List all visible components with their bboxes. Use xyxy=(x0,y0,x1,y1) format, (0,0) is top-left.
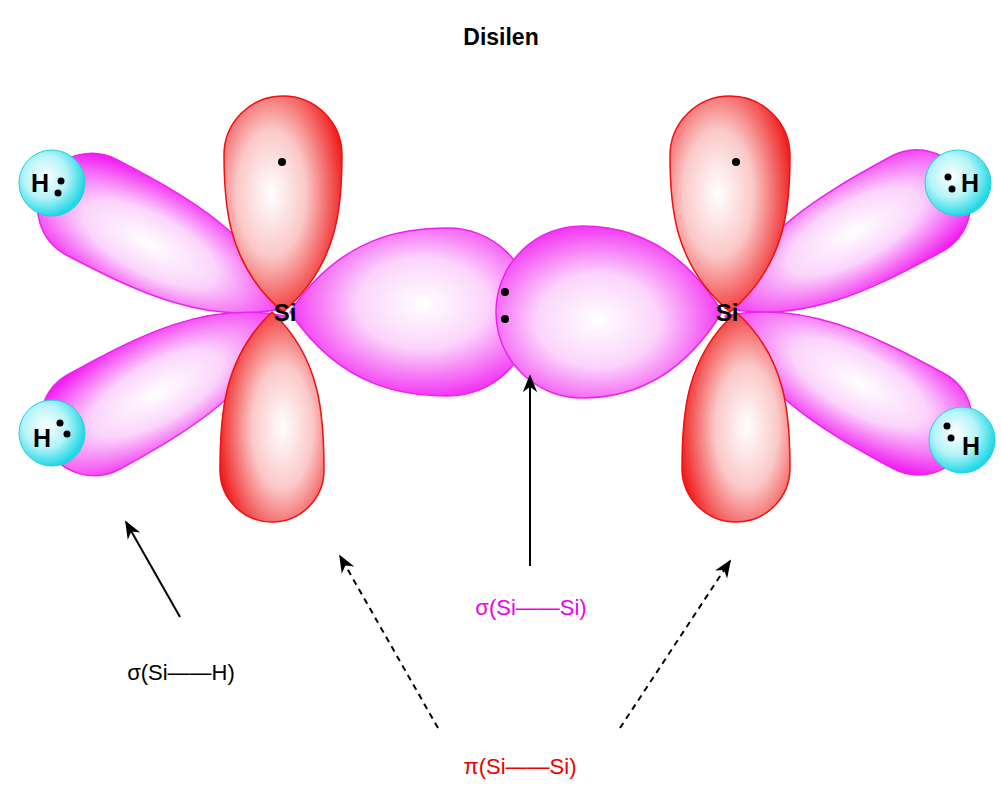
hydrogen-atom: H xyxy=(18,399,86,467)
electron-dot xyxy=(948,435,955,442)
diagram-title: Disilen xyxy=(463,25,538,50)
bond-label: π(Si——Si) xyxy=(464,755,577,779)
atom-circle xyxy=(924,149,992,217)
electron-dot xyxy=(944,423,951,430)
electron-dot xyxy=(501,288,509,296)
electron-dot xyxy=(949,186,956,193)
atom-circle-shape xyxy=(929,407,995,473)
atom-circle-shape xyxy=(19,400,85,466)
atom-circle-shape xyxy=(19,150,85,216)
atom-circle xyxy=(18,399,86,467)
atom-symbol: Si xyxy=(274,300,297,326)
atom-circle-shape xyxy=(925,150,991,216)
pi-p-lobe xyxy=(682,312,790,522)
electron-dot xyxy=(55,190,62,197)
atom-symbol: H xyxy=(31,171,49,196)
atom-symbol: H xyxy=(961,171,979,196)
hydrogen-atom: H xyxy=(924,149,992,217)
electron-dot xyxy=(64,431,71,438)
leader-arrow xyxy=(126,522,180,617)
leader-arrow xyxy=(340,556,438,728)
atom-symbol: Si xyxy=(716,300,739,326)
pi-p-lobe xyxy=(220,312,324,522)
bond-label: σ(Si——Si) xyxy=(475,596,586,620)
electron-dot xyxy=(945,174,952,181)
electron-dot xyxy=(58,178,65,185)
electron-dot xyxy=(501,315,509,323)
atom-symbol: H xyxy=(962,434,980,459)
electron-dot xyxy=(278,158,286,166)
hydrogen-atom: H xyxy=(18,149,86,217)
atom-symbol: H xyxy=(33,426,51,451)
hydrogen-atom: H xyxy=(928,406,996,474)
pi-p-lobe xyxy=(670,96,790,312)
leader-arrow xyxy=(620,561,730,728)
electron-dot xyxy=(57,420,64,427)
atom-circle xyxy=(18,149,86,217)
pi-p-lobe xyxy=(224,96,342,312)
electron-dot xyxy=(732,158,740,166)
bond-label: σ(Si——H) xyxy=(127,661,235,685)
leader-arrow xyxy=(529,376,531,566)
